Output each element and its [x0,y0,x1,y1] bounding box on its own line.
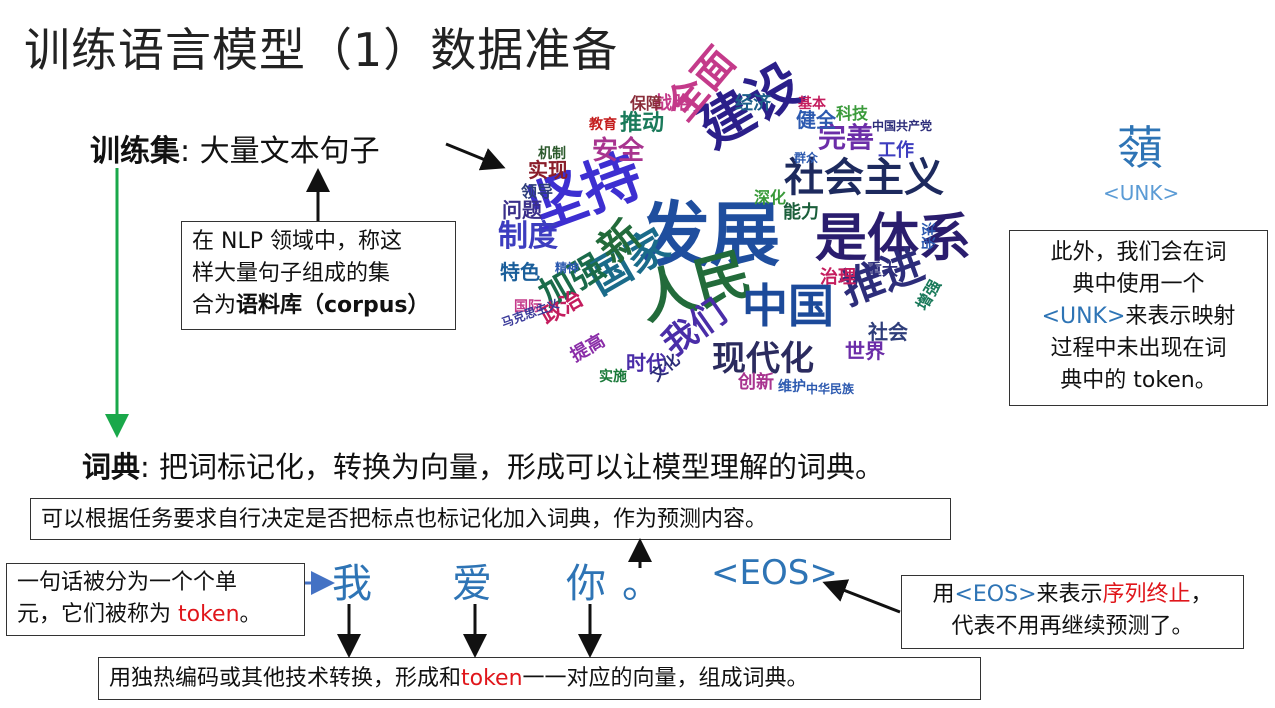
vocab-colon: : [140,450,150,484]
onehot-note-term: token [461,666,523,691]
word-cloud-word: 完善 [818,121,875,154]
word-cloud-word: 维护 [778,379,806,395]
eos-note-line-2: 代表不用再继续预测了。 [951,613,1194,639]
onehot-note-box: 用独热编码或其他技术转换，形成和token一一对应的向量，组成词典。 [98,657,981,700]
eos-note-token: <EOS> [954,582,1037,607]
word-cloud-word: 群众 [794,151,819,165]
word-cloud-word: 能力 [783,202,819,223]
arrow-to-wordcloud [445,142,506,171]
word-cloud-word: 保障 [630,94,663,113]
corpus-note-line-2: 样大量句子组成的集 [192,260,391,286]
eos-note-prefix: 用 [932,582,955,607]
punctuation-note-box: 可以根据任务要求自行决定是否把标点也标记化加入词典，作为预测内容。 [30,498,951,540]
unk-label: <UNK> [1103,181,1180,205]
word-cloud-word: 科技 [836,104,869,123]
training-set-colon: : [180,134,191,169]
onehot-note-suffix: 一一对应的向量，组成词典。 [522,666,809,691]
word-cloud-word: 健全 [796,108,836,132]
token-note-line-2: 元，它们被称为 token。 [17,599,294,631]
unk-note-line-1: 此外，我们会在词 [1050,240,1227,265]
training-set-line: 训练集: 大量文本句子 [90,126,380,170]
arrow-eos-note [822,579,901,614]
word-cloud-word: 安全 [592,136,645,166]
word-cloud-word: 社会 [868,320,908,344]
onehot-note-prefix: 用独热编码或其他技术转换，形成和 [109,666,462,691]
word-cloud-word: 问题 [502,198,542,222]
token-ai: 爱 [452,561,492,607]
token-note-term: token [178,601,240,627]
unk-note-line-3: <UNK>来表示映射 [1018,301,1259,333]
corpus-note-line-3: 合为语料库（corpus） [192,290,445,322]
word-cloud-word: 实现 [528,158,568,182]
word-cloud-word: 中国共产党 [872,119,933,133]
word-cloud-word: 特色 [500,260,540,284]
unk-note-box: 此外，我们会在词 典中使用一个 <UNK>来表示映射 过程中未出现在词 典中的 … [1009,230,1268,406]
word-cloud-word: 实施 [599,369,627,385]
word-cloud-word: 国际 [514,299,542,315]
training-set-text: 大量文本句子 [199,134,380,169]
vocab-label: 词典 [82,450,141,484]
punctuation-note-text: 可以根据任务要求自行决定是否把标点也标记化加入词典，作为预测内容。 [41,507,768,532]
word-cloud-word: 工作 [878,140,914,161]
corpus-note-line-1: 在 NLP 领域中，称这 [192,229,402,254]
word-cloud-word: 机制 [538,146,566,162]
unk-note-line-2: 典中使用一个 [1072,271,1205,297]
word-cloud-word: 深化 [754,188,787,207]
unk-note-line-5: 典中的 token。 [1060,367,1217,393]
eos-note-term: 序列终止 [1102,582,1191,607]
unk-note-token: <UNK> [1041,303,1126,329]
unk-note-rest: 来表示映射 [1125,303,1236,329]
word-cloud-word: 发展 [640,194,780,276]
corpus-note-prefix: 合为 [192,292,237,318]
word-cloud-word: 现代化 [712,339,814,379]
word-cloud-word: 中国 [742,279,834,333]
training-set-label: 训练集 [90,134,180,169]
vocab-line: 词典: 把词标记化，转换为向量，形成可以让模型理解的词典。 [82,444,884,486]
unk-note-line-4: 过程中未出现在词 [1050,335,1227,361]
word-cloud-word: 社会主义 [784,155,944,201]
word-cloud-word: 战略 [654,93,690,114]
unk-example-char: 䕘 [1117,121,1163,175]
word-cloud-word: 创新 [738,372,774,393]
token-note-prefix: 元，它们被称为 [17,601,178,627]
eos-note-box: 用<EOS>来表示序列终止， 代表不用再继续预测了。 [901,575,1244,649]
word-cloud-word: 精神 [555,261,580,275]
word-cloud-word: 治理 [820,267,856,288]
token-note-line-1: 一句话被分为一个个单 [17,570,238,595]
token-wo: 我 [332,561,372,607]
word-cloud-word: 世界 [845,339,885,363]
token-eos: <EOS> [711,553,838,593]
eos-note-mid: 来表示 [1036,582,1103,607]
word-cloud-word: 基本 [798,96,826,112]
word-cloud-word: 推动 [620,111,665,136]
token-note-box: 一句话被分为一个个单 元，它们被称为 token。 [6,563,305,636]
vocab-text: 把词标记化，转换为向量，形成可以让模型理解的词典。 [159,450,885,484]
token-period: 。 [622,561,662,607]
eos-note-line-1: 用<EOS>来表示序列终止， [912,579,1233,611]
corpus-note-box: 在 NLP 领域中，称这 样大量句子组成的集 合为语料库（corpus） [181,221,456,330]
eos-note-suffix: ， [1190,582,1213,607]
token-ni: 你 [566,561,606,607]
word-cloud-word: 教育 [589,117,617,133]
word-cloud-word: 领导 [521,182,554,201]
word-cloud-word: 中华民族 [806,382,855,396]
word-cloud-word: 是体系 [815,209,972,269]
corpus-term: 语料库（corpus） [236,292,430,318]
word-cloud-word: 时代 [626,351,666,375]
word-cloud-word: 重大 [866,260,899,279]
word-cloud-word: 制度 [498,219,558,254]
word-cloud-word: 经济 [735,93,771,114]
token-note-suffix: 。 [239,601,262,627]
slide-title: 训练语言模型（1）数据准备 [24,23,619,77]
